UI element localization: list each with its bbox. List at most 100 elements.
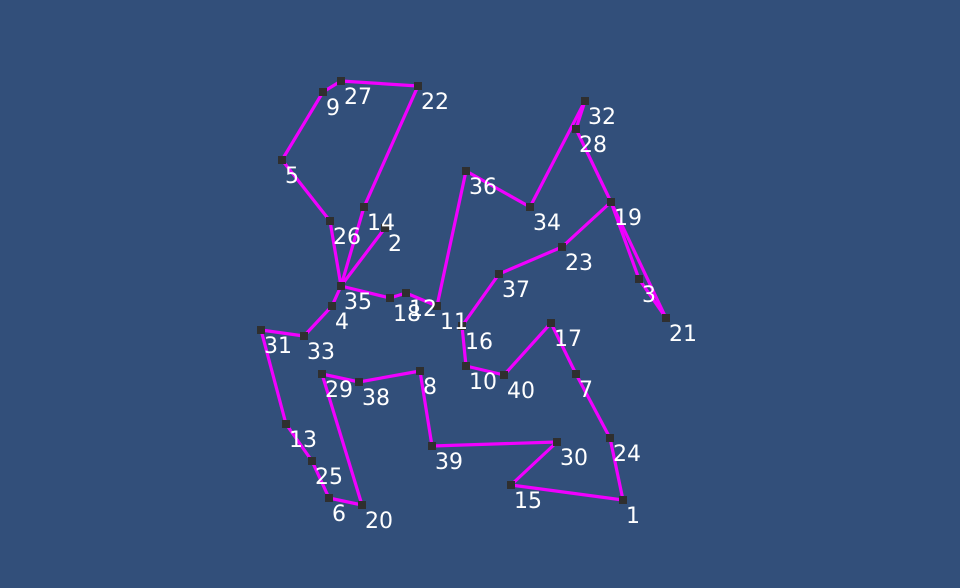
- node-label-29: 29: [325, 378, 353, 403]
- node-1: [619, 496, 627, 504]
- edge-6-20: [327, 496, 364, 507]
- edge-30-15: [509, 440, 559, 487]
- node-label-6: 6: [332, 502, 346, 527]
- edge-38-8: [357, 369, 422, 384]
- graph-nodes: [257, 77, 670, 509]
- edge-20-29: [320, 372, 364, 507]
- edge-7-17: [549, 321, 578, 376]
- node-label-11: 11: [440, 310, 468, 335]
- edge-32-34: [528, 99, 587, 209]
- node-label-23: 23: [565, 251, 593, 276]
- node-label-37: 37: [502, 278, 530, 303]
- node-34: [526, 203, 534, 211]
- node-12: [402, 289, 410, 297]
- node-22: [414, 82, 422, 90]
- node-label-21: 21: [669, 322, 697, 347]
- edge-17-40: [502, 321, 553, 377]
- node-35: [337, 282, 345, 290]
- edge-8-39: [418, 369, 434, 448]
- node-2: [381, 224, 389, 232]
- edge-22-14: [362, 84, 420, 209]
- node-label-3: 3: [642, 283, 656, 308]
- node-16: [458, 322, 466, 330]
- edge-40-10: [464, 364, 506, 377]
- edge-14-35: [339, 205, 366, 288]
- node-8: [416, 367, 424, 375]
- edge-4-33: [302, 304, 334, 338]
- edge-19-28: [574, 127, 613, 204]
- node-11: [433, 302, 441, 310]
- edge-24-7: [574, 372, 612, 440]
- node-19: [607, 198, 615, 206]
- node-24: [606, 434, 614, 442]
- node-20: [358, 501, 366, 509]
- node-label-1: 1: [626, 504, 640, 529]
- node-17: [547, 319, 555, 327]
- node-label-22: 22: [421, 90, 449, 115]
- edge-36-11: [435, 169, 468, 308]
- node-7: [572, 370, 580, 378]
- node-37: [495, 270, 503, 278]
- edge-23-19: [560, 200, 613, 249]
- node-31: [257, 326, 265, 334]
- node-label-26: 26: [333, 225, 361, 250]
- node-26: [326, 217, 334, 225]
- node-30: [553, 438, 561, 446]
- edge-11-12: [404, 291, 439, 308]
- node-label-35: 35: [344, 290, 372, 315]
- node-label-33: 33: [307, 340, 335, 365]
- node-label-5: 5: [285, 164, 299, 189]
- node-label-31: 31: [264, 334, 292, 359]
- node-4: [328, 302, 336, 310]
- edge-18-35: [339, 284, 392, 300]
- edge-39-30: [430, 440, 559, 448]
- node-label-19: 19: [614, 206, 642, 231]
- edge-31-13: [259, 328, 288, 426]
- node-29: [318, 370, 326, 378]
- edge-1-24: [608, 436, 625, 502]
- node-23: [558, 243, 566, 251]
- node-label-4: 4: [335, 310, 349, 335]
- node-label-9: 9: [326, 96, 340, 121]
- node-27: [337, 77, 345, 85]
- edge-26-35: [328, 219, 343, 288]
- node-label-30: 30: [560, 446, 588, 471]
- node-40: [500, 371, 508, 379]
- node-label-36: 36: [469, 175, 497, 200]
- node-label-15: 15: [514, 489, 542, 514]
- node-label-7: 7: [579, 378, 593, 403]
- node-label-18: 18: [393, 302, 421, 327]
- node-label-34: 34: [533, 211, 561, 236]
- node-label-28: 28: [579, 133, 607, 158]
- node-38: [355, 378, 363, 386]
- node-label-2: 2: [388, 232, 402, 257]
- node-label-38: 38: [362, 386, 390, 411]
- node-label-25: 25: [315, 465, 343, 490]
- edge-21-19: [609, 200, 668, 320]
- node-3: [635, 275, 643, 283]
- edge-10-16: [460, 324, 468, 368]
- node-label-39: 39: [435, 450, 463, 475]
- edge-9-5: [280, 90, 325, 162]
- node-label-17: 17: [554, 327, 582, 352]
- edge-25-6: [310, 459, 331, 500]
- node-15: [507, 481, 515, 489]
- edge-22-27: [339, 79, 420, 88]
- node-25: [308, 457, 316, 465]
- graph-edges: [259, 79, 668, 507]
- edge-13-25: [284, 422, 314, 463]
- node-9: [319, 88, 327, 96]
- node-13: [282, 420, 290, 428]
- edge-16-37: [460, 272, 501, 328]
- node-label-40: 40: [507, 379, 535, 404]
- node-label-14: 14: [367, 211, 395, 236]
- edge-29-38: [320, 372, 361, 384]
- node-label-13: 13: [289, 428, 317, 453]
- node-28: [572, 125, 580, 133]
- edge-37-23: [497, 245, 564, 276]
- node-10: [462, 362, 470, 370]
- node-5: [278, 156, 286, 164]
- node-32: [581, 97, 589, 105]
- node-label-20: 20: [365, 509, 393, 534]
- node-label-27: 27: [344, 85, 372, 110]
